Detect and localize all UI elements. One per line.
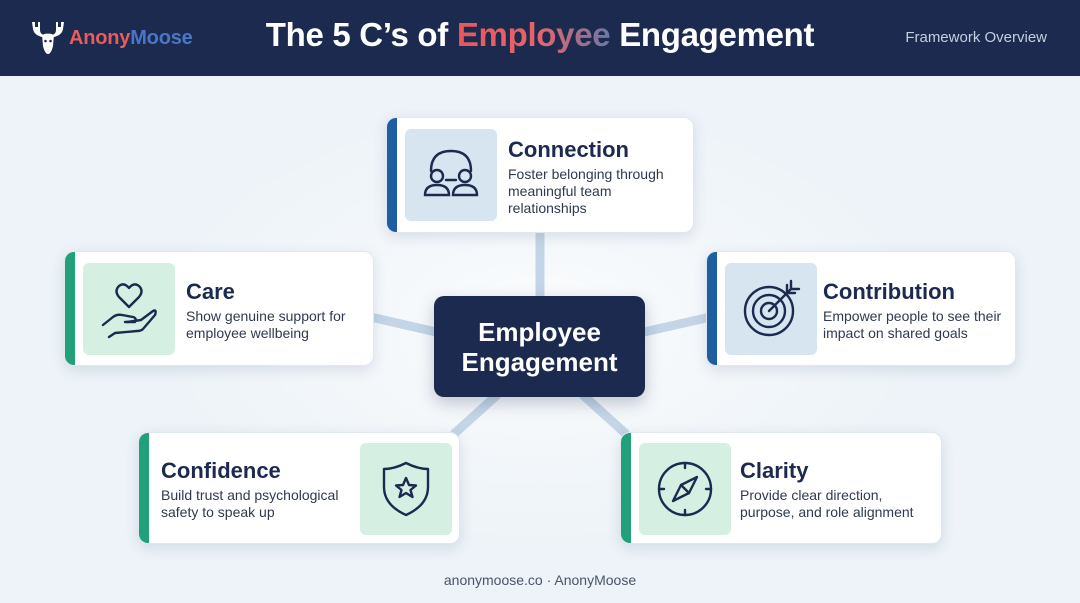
people-connection-icon xyxy=(423,149,479,197)
card-description: Empower people to see their impact on sh… xyxy=(823,308,1002,341)
card-accent-stripe xyxy=(65,252,75,365)
card-title: Contribution xyxy=(823,279,955,304)
icon-tile xyxy=(725,263,817,355)
card-description: Build trust and psychological safety to … xyxy=(161,487,339,520)
icon-tile xyxy=(83,263,175,355)
connector-care xyxy=(370,313,441,337)
card-confidence[interactable]: Confidence Build trust and psychological… xyxy=(138,432,460,544)
target-icon xyxy=(743,279,801,337)
card-description: Provide clear direction, purpose, and ro… xyxy=(740,487,914,520)
card-title: Clarity xyxy=(740,458,809,483)
brand-name: AnonyMoose xyxy=(69,27,193,49)
footer-credit[interactable]: anonymoose.co · AnonyMoose xyxy=(443,572,637,588)
card-accent-stripe xyxy=(139,433,149,543)
central-hub: Employee Engagement xyxy=(434,296,645,397)
header-bar: AnonyMoose The 5 C’s of Employee Engagem… xyxy=(0,0,1080,76)
moose-head-icon xyxy=(32,22,64,54)
compass-icon xyxy=(657,461,713,517)
page-title: The 5 C’s of Employee Engagement xyxy=(265,16,815,53)
card-title: Care xyxy=(186,279,235,304)
icon-tile xyxy=(405,129,497,221)
card-accent-stripe xyxy=(387,118,397,232)
icon-tile xyxy=(360,443,452,535)
page-subtitle: Framework Overview xyxy=(905,29,1047,46)
hub-line-1: Employee xyxy=(478,316,601,347)
shield-star-icon xyxy=(382,461,430,517)
heart-hand-icon xyxy=(101,283,157,339)
card-description: Show genuine support for employee wellbe… xyxy=(186,308,346,341)
icon-tile xyxy=(639,443,731,535)
card-title: Connection xyxy=(508,137,629,162)
card-accent-stripe xyxy=(707,252,717,365)
brand-logo[interactable]: AnonyMoose xyxy=(30,18,200,58)
connector-contribution xyxy=(639,313,711,337)
card-contribution[interactable]: Contribution Empower people to see their… xyxy=(706,251,1016,366)
connector-confidence xyxy=(450,391,501,438)
card-title: Confidence xyxy=(161,458,281,483)
hub-line-2: Engagement xyxy=(461,346,618,377)
card-accent-stripe xyxy=(621,433,631,543)
card-description: Foster belonging through meaningful team… xyxy=(508,166,664,216)
connector-clarity xyxy=(579,391,630,438)
card-care[interactable]: Care Show genuine support for employee w… xyxy=(64,251,374,366)
card-connection[interactable]: Connection Foster belonging through mean… xyxy=(386,117,694,233)
card-clarity[interactable]: Clarity Provide clear direction, purpose… xyxy=(620,432,942,544)
